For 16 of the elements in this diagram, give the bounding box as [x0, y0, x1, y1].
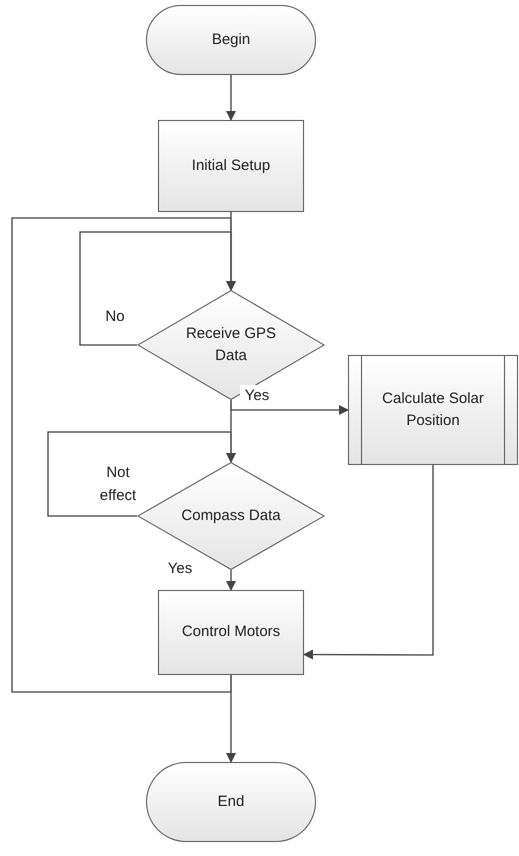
node-label: Receive GPS Data: [184, 324, 278, 366]
node-label: Compass Data: [181, 506, 281, 526]
node-label: Control Motors: [182, 622, 280, 642]
arrow: [47, 431, 236, 517]
arrow: [226, 75, 236, 121]
decision-diamond: [137, 290, 325, 400]
arrow: [303, 465, 434, 660]
arrow: [11, 217, 236, 693]
process-box: [158, 590, 304, 675]
node-label: End: [218, 792, 244, 812]
arrow: [226, 570, 236, 591]
predefined-process-box: [348, 355, 518, 465]
node-label: Begin: [212, 30, 250, 50]
node-label: Calculate Solar Position: [381, 388, 485, 431]
node-label: Initial Setup: [192, 156, 270, 176]
process-box: [158, 120, 304, 212]
